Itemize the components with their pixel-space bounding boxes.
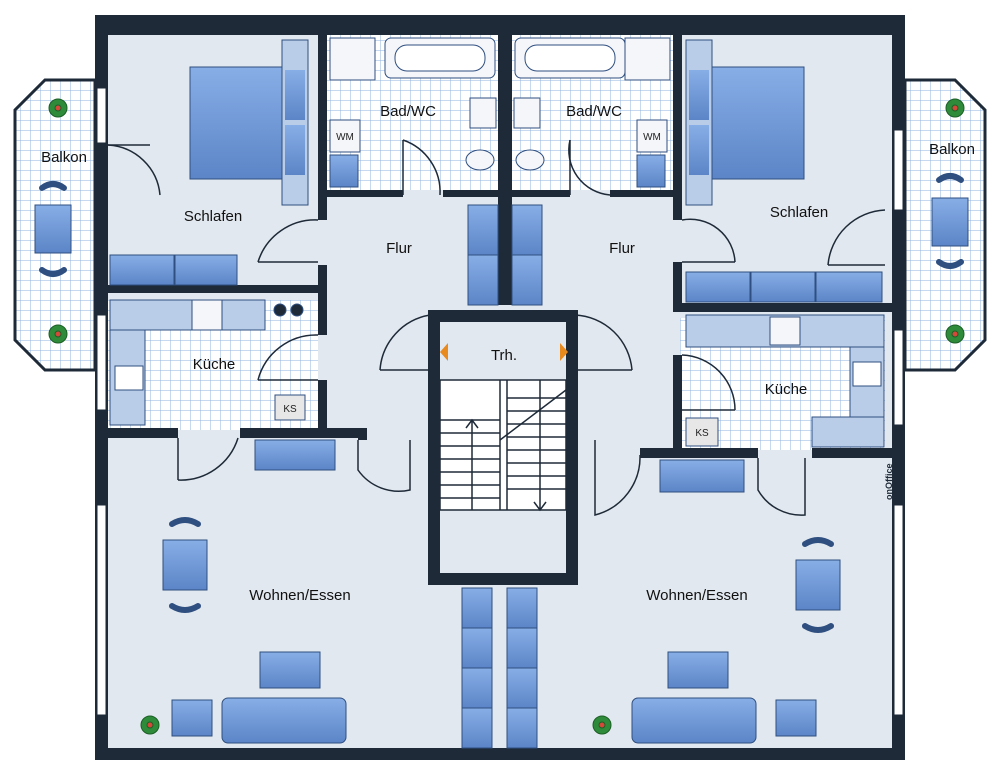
room-label-bad-left: Bad/WC (380, 103, 436, 120)
wardrobes (461, 204, 543, 749)
room-label-balkon-left: Balkon (41, 149, 87, 166)
fridge-label-left: KS (283, 404, 297, 415)
living-furniture (34, 197, 969, 744)
room-label-bad-right: Bad/WC (566, 103, 622, 120)
washing-machine-label-right: WM (643, 132, 661, 143)
stair-arrows (440, 343, 568, 361)
doors (107, 139, 886, 516)
bed-left (189, 39, 309, 206)
room-label-wohnen-left: Wohnen/Essen (249, 587, 350, 604)
brand-logo: onOffice (884, 463, 894, 500)
room-label-schlafen-left: Schlafen (184, 208, 242, 225)
chairs (39, 173, 964, 633)
room-label-kueche-right: Küche (765, 381, 808, 398)
room-label-kueche-left: Küche (193, 356, 236, 373)
kitchen-left-fittings (109, 299, 306, 426)
room-label-schlafen-right: Schlafen (770, 204, 828, 221)
interior-walls (108, 35, 892, 585)
windows (96, 87, 904, 716)
staircase (439, 379, 567, 512)
bath-fixtures (329, 37, 671, 188)
bedroom-cupboards (109, 254, 883, 303)
kitchen-right-fittings (685, 314, 885, 448)
washing-machine-label-left: WM (336, 132, 354, 143)
fridge-label-right: KS (695, 428, 709, 439)
bed-right (685, 39, 805, 206)
room-label-treppenhaus: Trh. (491, 347, 517, 364)
room-label-wohnen-right: Wohnen/Essen (646, 587, 747, 604)
room-label-balkon-right: Balkon (929, 141, 975, 158)
plant-icons (48, 98, 965, 735)
room-label-flur-left: Flur (386, 240, 412, 257)
room-label-flur-right: Flur (609, 240, 635, 257)
